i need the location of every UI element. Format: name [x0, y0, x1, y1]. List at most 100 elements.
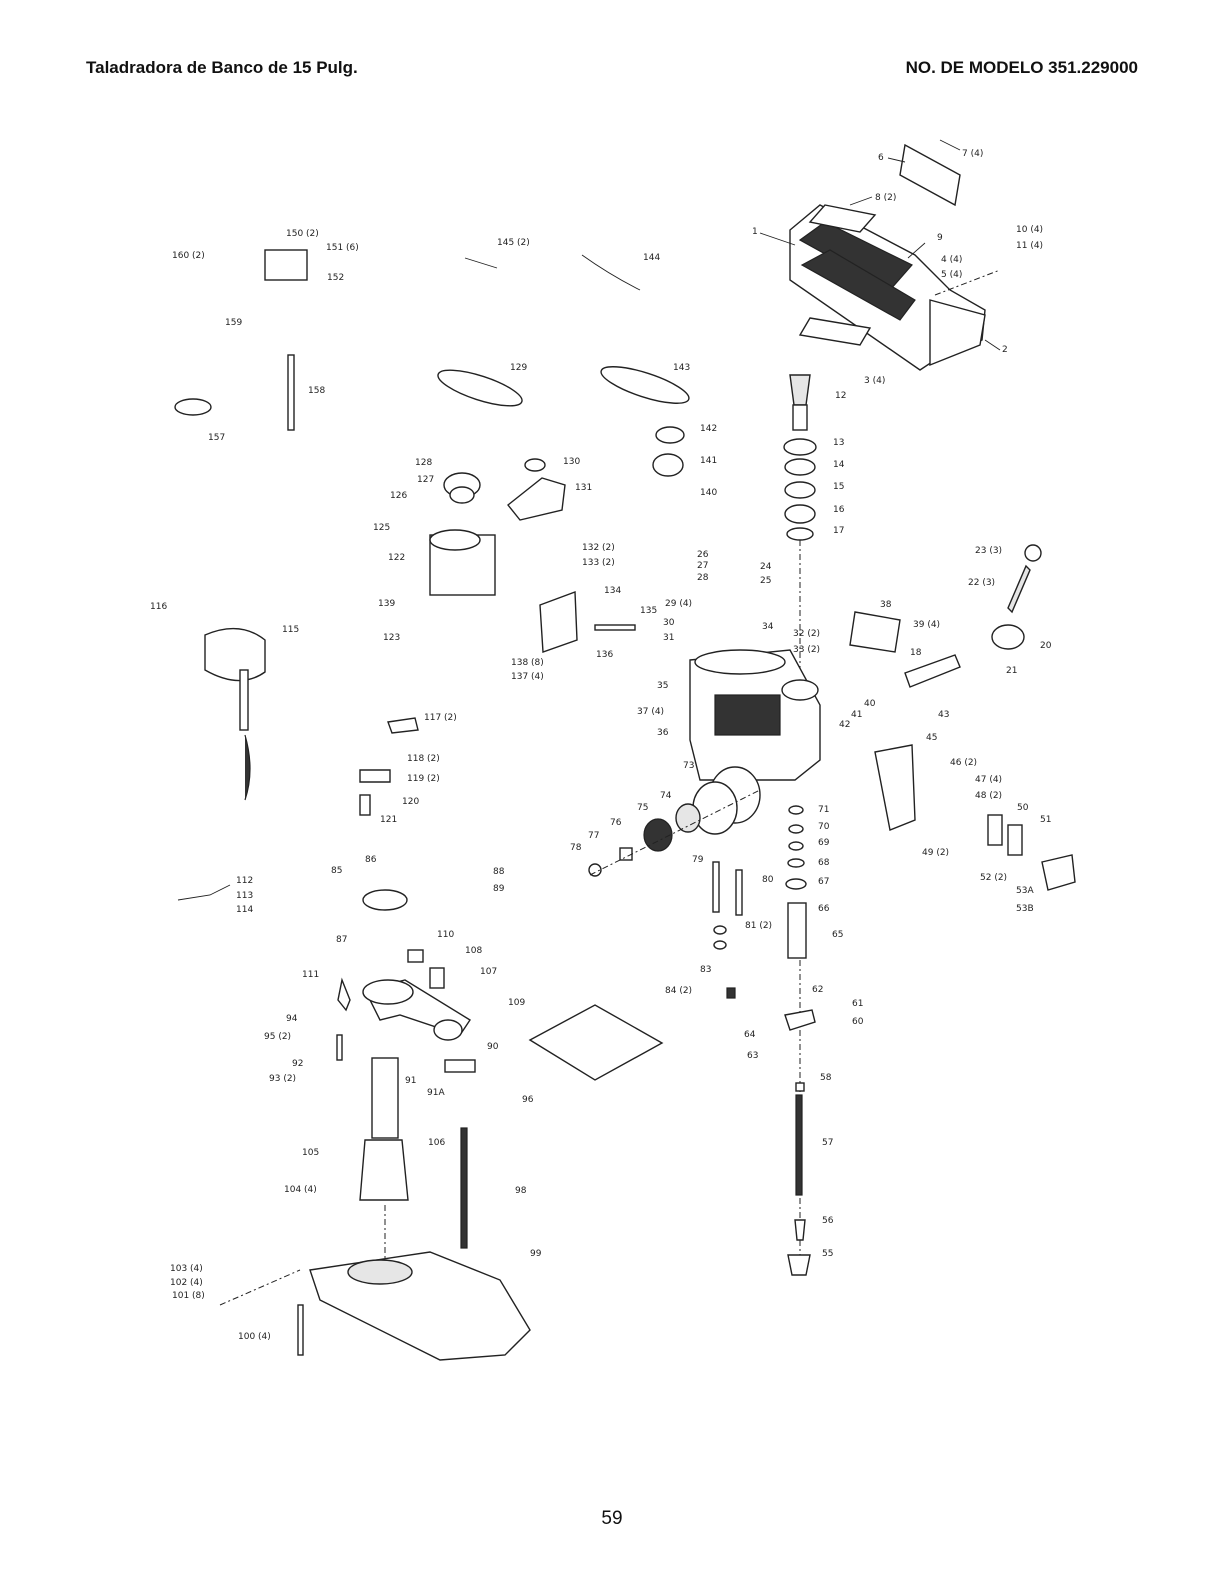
feed-spring-housing: [588, 766, 761, 877]
callout-52: 52 (2): [980, 873, 1007, 883]
callout-152: 152: [327, 273, 344, 283]
callout-141: 141: [700, 456, 717, 466]
callout-49: 49 (2): [922, 848, 949, 858]
callout-3: 3 (4): [864, 376, 885, 386]
callout-17: 17: [833, 526, 844, 536]
callout-30: 30: [663, 618, 675, 628]
callout-68: 68: [818, 858, 830, 868]
belt-guard-cover: [789, 143, 1001, 371]
callout-87: 87: [336, 935, 347, 945]
callout-53a: 53A: [1016, 886, 1034, 896]
callout-25: 25: [760, 576, 771, 586]
callout-91a: 91A: [427, 1088, 445, 1098]
head-casting: [689, 649, 821, 781]
callout-134: 134: [604, 586, 621, 596]
callout-113: 113: [236, 891, 253, 901]
callout-77: 77: [588, 831, 599, 841]
callout-27: 27: [697, 561, 708, 571]
callout-42: 42: [839, 720, 850, 730]
callout-106: 106: [428, 1138, 445, 1148]
callout-2: 2: [1002, 345, 1008, 355]
callout-145: 145 (2): [497, 238, 530, 248]
callout-51: 51: [1040, 815, 1051, 825]
callout-94: 94: [286, 1014, 298, 1024]
callout-121: 121: [380, 815, 397, 825]
callout-150: 150 (2): [286, 229, 319, 239]
callout-160: 160 (2): [172, 251, 205, 261]
callout-122: 122: [388, 553, 405, 563]
callout-81: 81 (2): [745, 921, 772, 931]
callout-57: 57: [822, 1138, 833, 1148]
callout-100: 100 (4): [238, 1332, 271, 1342]
callout-103: 103 (4): [170, 1264, 203, 1274]
callout-6: 6: [878, 153, 884, 163]
callout-157: 157: [208, 433, 225, 443]
callout-98: 98: [515, 1186, 527, 1196]
callout-159: 159: [225, 318, 242, 328]
callout-74: 74: [660, 791, 672, 801]
callout-119: 119 (2): [407, 774, 440, 784]
callout-38: 38: [880, 600, 892, 610]
callout-79: 79: [692, 855, 704, 865]
callout-71: 71: [818, 805, 829, 815]
callout-53b: 53B: [1016, 904, 1034, 914]
callout-138: 138 (8): [511, 658, 544, 668]
callout-56: 56: [822, 1216, 834, 1226]
callout-34: 34: [762, 622, 774, 632]
page-title: Taladradora de Banco de 15 Pulg.: [86, 58, 358, 77]
callout-101: 101 (8): [172, 1291, 205, 1301]
callout-20: 20: [1040, 641, 1052, 651]
callout-140: 140: [700, 488, 717, 498]
motor-and-pulleys: [174, 249, 690, 801]
callout-14: 14: [833, 460, 845, 470]
callout-112: 112: [236, 876, 253, 886]
callout-41: 41: [851, 710, 862, 720]
model-number: NO. DE MODELO 351.229000: [905, 58, 1138, 77]
callout-85: 85: [331, 866, 342, 876]
quill-tube: [712, 805, 816, 1276]
callout-139: 139: [378, 599, 395, 609]
callout-114: 114: [236, 905, 253, 915]
callout-39: 39 (4): [913, 620, 940, 630]
callout-16: 16: [833, 505, 845, 515]
callout-131: 131: [575, 483, 592, 493]
callout-93: 93 (2): [269, 1074, 296, 1084]
callout-90: 90: [487, 1042, 499, 1052]
callout-137: 137 (4): [511, 672, 544, 682]
callout-80: 80: [762, 875, 774, 885]
callout-110: 110: [437, 930, 454, 940]
callout-37: 37 (4): [637, 707, 664, 717]
callout-9: 9: [937, 233, 943, 243]
callout-107: 107: [480, 967, 497, 977]
callout-108: 108: [465, 946, 482, 956]
callout-64: 64: [744, 1030, 756, 1040]
callout-labels: 7 (4) 6 8 (2) 1 9 10 (4) 11 (4) 4 (4) 5 …: [150, 139, 1052, 1342]
callout-22: 22 (3): [968, 578, 995, 588]
callout-144: 144: [643, 253, 660, 263]
callout-4: 4 (4): [941, 255, 962, 265]
callout-88: 88: [493, 867, 505, 877]
column-table-base: [219, 889, 664, 1361]
callout-143: 143: [673, 363, 690, 373]
callout-76: 76: [610, 818, 622, 828]
callout-105: 105: [302, 1148, 319, 1158]
callout-7: 7 (4): [962, 149, 983, 159]
callout-142: 142: [700, 424, 717, 434]
callout-47: 47 (4): [975, 775, 1002, 785]
callout-21: 21: [1006, 666, 1017, 676]
callout-104: 104 (4): [284, 1185, 317, 1195]
callout-5: 5 (4): [941, 270, 962, 280]
callout-89: 89: [493, 884, 505, 894]
callout-66: 66: [818, 904, 830, 914]
callout-50: 50: [1017, 803, 1029, 813]
callout-120: 120: [402, 797, 419, 807]
callout-63: 63: [747, 1051, 758, 1061]
callout-45: 45: [926, 733, 937, 743]
callout-11: 11 (4): [1016, 241, 1043, 251]
callout-60: 60: [852, 1017, 864, 1027]
callout-12: 12: [835, 391, 846, 401]
callout-40: 40: [864, 699, 876, 709]
callout-69: 69: [818, 838, 830, 848]
callout-32: 32 (2): [793, 629, 820, 639]
callout-86: 86: [365, 855, 377, 865]
